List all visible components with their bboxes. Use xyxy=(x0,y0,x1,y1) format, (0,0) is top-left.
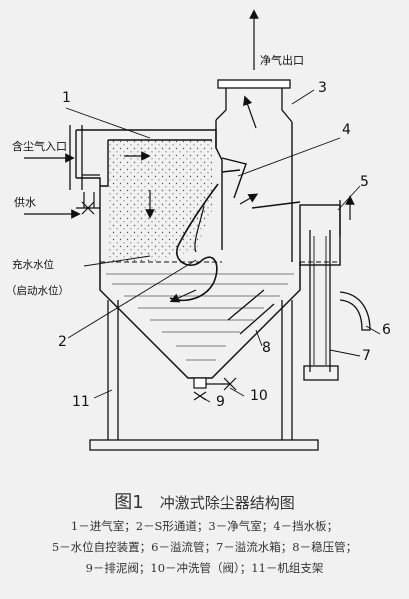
part-number-10: 10 xyxy=(250,388,268,404)
part-number-11: 11 xyxy=(72,394,90,410)
part-number-5: 5 xyxy=(360,174,369,190)
water-hatch xyxy=(106,273,294,361)
s-channel xyxy=(169,183,219,302)
clean-gas-chamber xyxy=(215,120,293,262)
pressure-stabilizer xyxy=(227,289,275,335)
clean-gas-outlet-pipe xyxy=(215,79,293,123)
figure-title: 冲激式除尘器结构图 xyxy=(159,494,295,512)
figure-number: 图1 xyxy=(114,492,144,513)
clean-gas-outlet-label: 净气出口 xyxy=(260,53,304,67)
legend-line: 5－水位自控装置；6－溢流管；7－溢流水箱；8－稳压管； xyxy=(51,540,358,554)
water-supply-label: 供水 xyxy=(14,195,36,209)
baffle-plate xyxy=(221,157,301,209)
leader-lines xyxy=(65,89,381,403)
part-number-2: 2 xyxy=(58,334,67,350)
water-valve xyxy=(76,201,100,215)
dusty-gas-inlet-label: 含尘气入口 xyxy=(12,139,67,153)
inlet-chamber-fill xyxy=(108,140,212,262)
sludge-valve xyxy=(193,377,207,401)
part-number-3: 3 xyxy=(318,80,327,96)
startup-level-label: （启动水位） xyxy=(6,284,69,297)
figure-caption: 图1 冲激式除尘器结构图 xyxy=(0,488,409,514)
fill-level-label: 充水水位 xyxy=(12,258,54,271)
inlet-chamber xyxy=(75,129,217,262)
support-frame xyxy=(89,300,319,451)
legend-line: 9－排泥阀；10－冲洗管（阀）；11－机组支架 xyxy=(85,561,324,575)
part-number-1: 1 xyxy=(62,90,71,106)
part-number-7: 7 xyxy=(362,348,371,364)
part-number-9: 9 xyxy=(216,394,225,410)
part-number-8: 8 xyxy=(262,340,271,356)
legend-line: 1－进气室；2－S形通道；3－净气室；4－挡水板； xyxy=(70,519,339,533)
part-number-6: 6 xyxy=(382,322,391,338)
flush-valve xyxy=(206,377,237,391)
overflow-tank xyxy=(299,200,371,381)
flow-arrows xyxy=(24,9,355,303)
dust-collector-diagram: 净气出口 含尘气入口 供水 充水水位 （启动水位） 1 2 3 4 5 6 7 … xyxy=(6,9,391,451)
parts-legend: 1－进气室；2－S形通道；3－净气室；4－挡水板； 5－水位自控装置；6－溢流管… xyxy=(0,516,409,579)
part-number-4: 4 xyxy=(342,122,351,138)
